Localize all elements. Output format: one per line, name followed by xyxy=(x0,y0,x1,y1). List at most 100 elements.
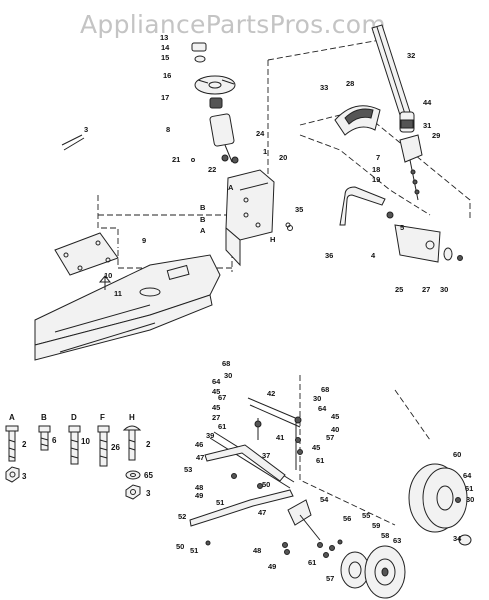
letter-h-console: H xyxy=(270,235,275,244)
callout-4: 4 xyxy=(371,251,376,260)
bolt-f-icon xyxy=(97,425,110,467)
callout-21: 21 xyxy=(172,155,180,164)
callout-8: 8 xyxy=(166,125,170,134)
callout-45d: 45 xyxy=(312,443,320,452)
steering-pinion xyxy=(399,111,423,201)
hardware-legend xyxy=(5,425,142,500)
callout-48b: 48 xyxy=(253,546,261,555)
hardware-legend-labels: A B D F H 2 6 10 26 2 3 65 3 xyxy=(9,413,153,498)
callout-60: 60 xyxy=(453,450,461,459)
drag-link xyxy=(339,186,394,226)
callout-67: 67 xyxy=(218,393,226,402)
steering-bracket xyxy=(287,224,463,263)
steering-shaft xyxy=(371,24,411,116)
legend-letter-b: B xyxy=(41,413,47,422)
callout-9: 9 xyxy=(142,236,146,245)
hex-nut-icon xyxy=(5,466,20,483)
callout-30d: 30 xyxy=(466,495,474,504)
callout-68b: 68 xyxy=(321,385,329,394)
legend-letter-h: H xyxy=(129,413,135,422)
rear-wheel xyxy=(408,463,472,546)
drive-pulley xyxy=(340,545,406,599)
callout-50b: 50 xyxy=(176,542,184,551)
bolt-a-icon xyxy=(5,425,19,462)
callout-34: 34 xyxy=(453,534,462,543)
callout-19: 19 xyxy=(372,175,380,184)
callout-32: 32 xyxy=(407,51,415,60)
callout-53: 53 xyxy=(184,465,192,474)
callout-30: 30 xyxy=(440,285,448,294)
letter-a-console-2: A xyxy=(200,226,206,235)
callout-47: 47 xyxy=(196,453,204,462)
callout-45b: 45 xyxy=(212,403,220,412)
bolt-b-icon xyxy=(38,425,51,451)
callout-54: 54 xyxy=(320,495,329,504)
legend-qty-locknut: 3 xyxy=(146,489,151,498)
callout-64c: 64 xyxy=(463,471,472,480)
callout-28: 28 xyxy=(346,79,354,88)
callout-18: 18 xyxy=(372,165,380,174)
callout-31: 31 xyxy=(423,121,431,130)
callout-labels: 13 14 15 16 17 8 24 21 22 1 20 3 32 33 2… xyxy=(84,33,474,583)
callout-33: 33 xyxy=(320,83,328,92)
callout-59: 59 xyxy=(372,521,380,530)
callout-3: 3 xyxy=(84,125,88,134)
callout-42: 42 xyxy=(267,389,275,398)
callout-45c: 45 xyxy=(331,412,339,421)
legend-letter-d: D xyxy=(71,413,77,422)
letter-b-console-1: B xyxy=(200,203,206,212)
dashed-frame-lower-right xyxy=(299,375,396,526)
tractor-frame xyxy=(34,254,221,361)
callout-22: 22 xyxy=(208,165,216,174)
dashed-frame-right-box xyxy=(267,39,381,61)
callout-29: 29 xyxy=(432,131,440,140)
callout-64: 64 xyxy=(212,377,221,386)
callout-5: 5 xyxy=(400,223,404,232)
callout-49b: 49 xyxy=(268,562,276,571)
legend-qty-h: 2 xyxy=(146,440,151,449)
callout-56: 56 xyxy=(343,514,351,523)
callout-57b: 57 xyxy=(326,574,334,583)
callout-52: 52 xyxy=(178,512,186,521)
legend-qty-d: 10 xyxy=(81,437,90,446)
linkage-arms xyxy=(189,397,303,527)
callout-63: 63 xyxy=(393,536,401,545)
callout-51: 51 xyxy=(216,498,224,507)
callout-44: 44 xyxy=(423,98,432,107)
legend-qty-f: 26 xyxy=(111,443,120,452)
callout-45: 45 xyxy=(212,387,220,396)
callout-10: 10 xyxy=(104,271,112,280)
dashed-frame-steering xyxy=(299,109,471,220)
callout-30c: 30 xyxy=(313,394,321,403)
callout-58: 58 xyxy=(381,531,389,540)
dashed-frame-upper-left xyxy=(97,195,119,248)
callout-61b: 61 xyxy=(316,456,324,465)
callout-14: 14 xyxy=(161,43,170,52)
callout-16: 16 xyxy=(163,71,171,80)
callout-24: 24 xyxy=(256,129,265,138)
callout-1: 1 xyxy=(263,147,267,156)
lock-nut-icon xyxy=(125,484,141,500)
callout-47b: 47 xyxy=(258,508,266,517)
lower-fasteners xyxy=(205,473,343,558)
callout-55: 55 xyxy=(362,511,370,520)
washer-icon xyxy=(125,470,141,480)
callout-64b: 64 xyxy=(318,404,327,413)
callout-57: 57 xyxy=(326,433,334,442)
dash-console xyxy=(225,169,291,267)
legend-qty-b: 6 xyxy=(52,436,57,445)
legend-qty-washer: 65 xyxy=(144,471,153,480)
letter-b-console-2: B xyxy=(200,215,206,224)
callout-15: 15 xyxy=(161,53,169,62)
legend-qty-a: 2 xyxy=(22,440,27,449)
dashed-frame-steering-2 xyxy=(299,134,431,216)
callout-51b: 51 xyxy=(190,546,198,555)
callout-7: 7 xyxy=(376,153,380,162)
callout-17: 17 xyxy=(161,93,169,102)
callout-37: 37 xyxy=(262,451,270,460)
callout-39: 39 xyxy=(206,431,214,440)
callout-11: 11 xyxy=(114,289,122,298)
steering-upper-assembly xyxy=(61,42,239,164)
callout-25: 25 xyxy=(395,285,403,294)
